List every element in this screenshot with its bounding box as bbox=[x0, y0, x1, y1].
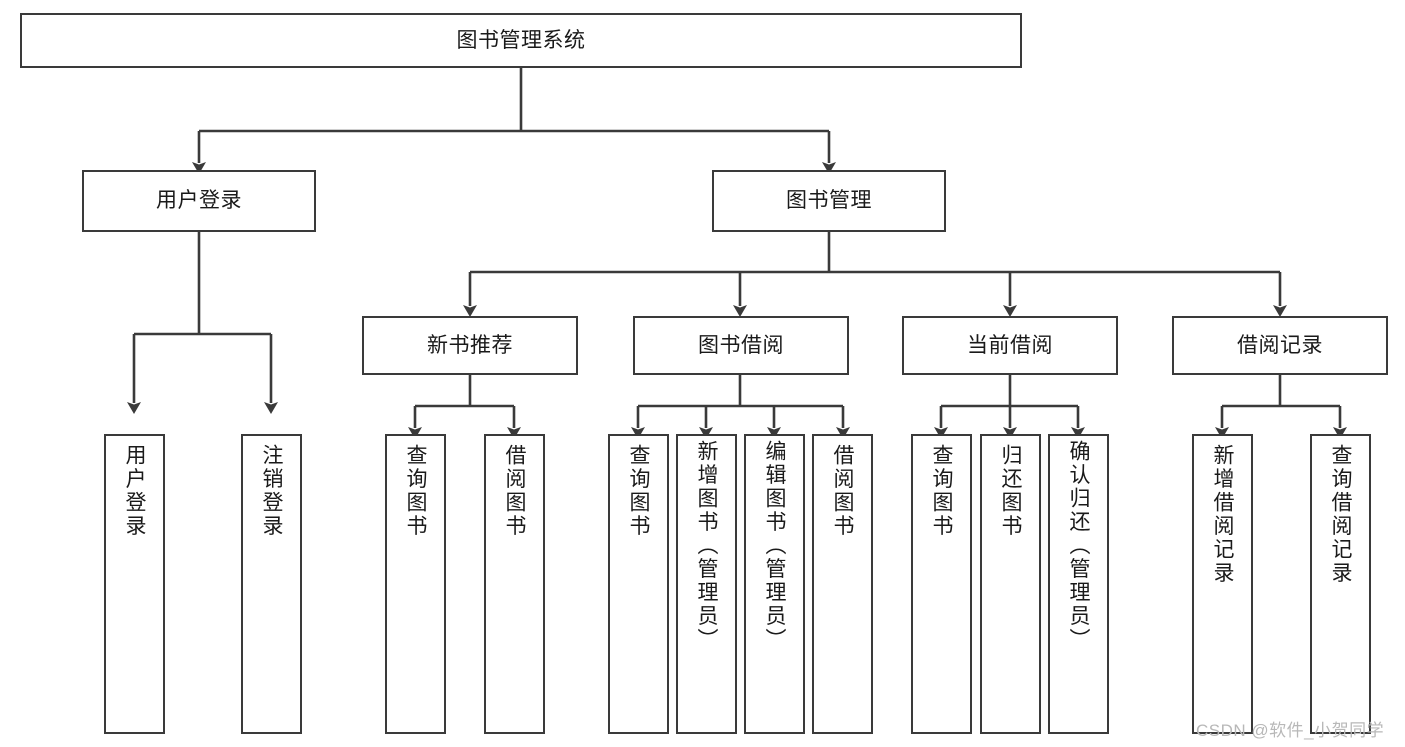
node-label: 注销登录 bbox=[260, 444, 283, 538]
leaf-current-return-book[interactable]: 归还图书 bbox=[980, 434, 1041, 734]
node-label: 图书借阅 bbox=[698, 333, 784, 357]
node-book-management[interactable]: 图书管理 bbox=[712, 170, 946, 232]
leaf-current-query-book[interactable]: 查询图书 bbox=[911, 434, 972, 734]
node-label: 编辑图书（管理员） bbox=[763, 440, 786, 652]
node-label: 图书管理 bbox=[786, 189, 872, 213]
leaf-user-login-signout[interactable]: 注销登录 bbox=[241, 434, 302, 734]
node-root-system[interactable]: 图书管理系统 bbox=[20, 13, 1022, 68]
node-book-borrow[interactable]: 图书借阅 bbox=[633, 316, 849, 375]
leaf-borrow-borrow-book[interactable]: 借阅图书 bbox=[812, 434, 873, 734]
node-new-book-recommend[interactable]: 新书推荐 bbox=[362, 316, 578, 375]
node-label: 查询借阅记录 bbox=[1329, 444, 1352, 585]
node-label: 当前借阅 bbox=[967, 333, 1053, 357]
node-label: 新书推荐 bbox=[427, 333, 513, 357]
node-user-login[interactable]: 用户登录 bbox=[82, 170, 316, 232]
leaf-borrow-edit-book-admin[interactable]: 编辑图书（管理员） bbox=[744, 434, 805, 734]
node-label: 借阅图书 bbox=[831, 444, 854, 538]
watermark-text: CSDN @软件_小贺同学 bbox=[1196, 721, 1385, 740]
node-borrow-record[interactable]: 借阅记录 bbox=[1172, 316, 1388, 375]
node-current-borrow[interactable]: 当前借阅 bbox=[902, 316, 1118, 375]
node-label: 确认归还（管理员） bbox=[1067, 440, 1090, 652]
leaf-borrow-query-book[interactable]: 查询图书 bbox=[608, 434, 669, 734]
leaf-current-confirm-return-admin[interactable]: 确认归还（管理员） bbox=[1048, 434, 1109, 734]
leaf-recommend-query-book[interactable]: 查询图书 bbox=[385, 434, 446, 734]
node-label: 用户登录 bbox=[156, 189, 242, 213]
leaf-recommend-borrow-book[interactable]: 借阅图书 bbox=[484, 434, 545, 734]
leaf-record-query-record[interactable]: 查询借阅记录 bbox=[1310, 434, 1371, 734]
node-label: 借阅记录 bbox=[1237, 333, 1323, 357]
leaf-user-login-signin[interactable]: 用户登录 bbox=[104, 434, 165, 734]
node-label: 查询图书 bbox=[930, 444, 953, 538]
leaf-record-add-record[interactable]: 新增借阅记录 bbox=[1192, 434, 1253, 734]
node-label: 新增借阅记录 bbox=[1211, 444, 1234, 585]
node-label: 归还图书 bbox=[999, 444, 1022, 538]
node-label: 新增图书（管理员） bbox=[695, 440, 718, 652]
node-label: 查询图书 bbox=[404, 444, 427, 538]
node-label: 借阅图书 bbox=[503, 444, 526, 538]
node-label: 查询图书 bbox=[627, 444, 650, 538]
node-label: 图书管理系统 bbox=[456, 28, 586, 52]
node-label: 用户登录 bbox=[123, 444, 146, 538]
leaf-borrow-add-book-admin[interactable]: 新增图书（管理员） bbox=[676, 434, 737, 734]
